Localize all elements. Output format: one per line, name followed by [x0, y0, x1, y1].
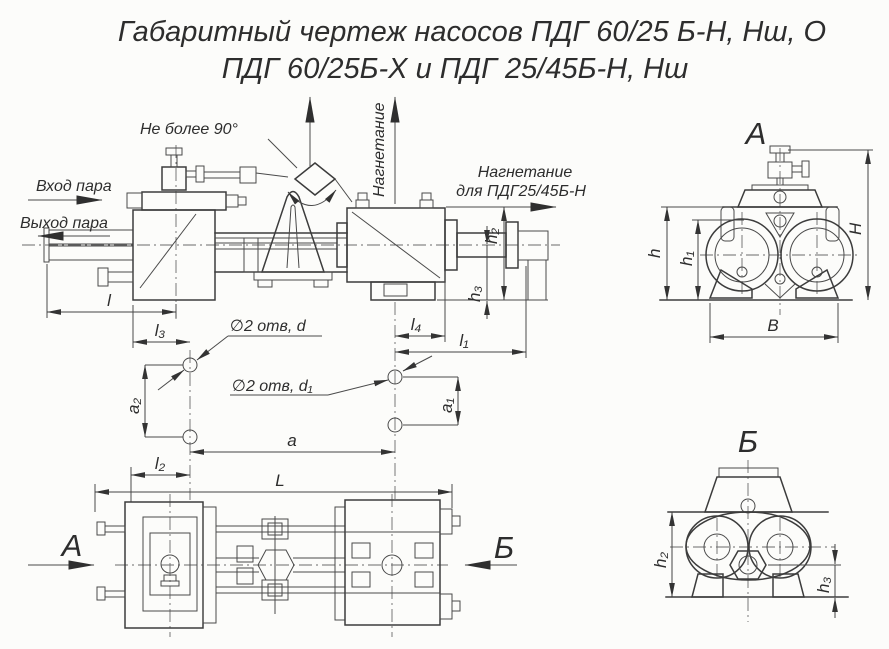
view-b-dims: h₂ h₃ — [651, 511, 838, 618]
dimensions-main: l l₃ l₄ l₁ a₂ a₁ a — [46, 206, 527, 512]
view-a: А — [645, 116, 873, 343]
sight-glass — [160, 554, 180, 574]
view-b: Б h₂ h₃ — [651, 424, 849, 622]
view-b-label: Б — [738, 424, 758, 459]
dim-a: a — [287, 431, 296, 450]
dim-l1: l₁ — [459, 331, 468, 350]
label-max-angle: Не более 90° — [140, 121, 239, 138]
view-b-body — [665, 467, 849, 598]
dim-h3-main: h₃ — [465, 286, 484, 302]
label-discharge: Нагнетание — [371, 102, 388, 197]
flange-circle-right — [780, 218, 854, 292]
drawing-title-line1: Габаритный чертеж насосов ПДГ 60/25 Б-Н,… — [118, 16, 826, 48]
dim-l4: l₄ — [411, 315, 422, 334]
label-steam-inlet: Вход пара — [36, 178, 112, 195]
safety-valve — [161, 147, 205, 191]
hole-bottom-right — [387, 417, 403, 433]
dim-l: l — [107, 291, 112, 310]
label-holes-d: ∅2 отв, d — [230, 318, 307, 335]
swivel-discharge — [267, 96, 353, 206]
dim-l3: l₃ — [155, 321, 166, 340]
label-discharge-alt-1: Нагнетание — [478, 164, 573, 181]
hole-callouts: ∅2 отв, d ∅2 отв, d₁ — [157, 318, 433, 396]
flange-circle-left — [705, 218, 779, 292]
frame-lubricator — [204, 166, 348, 288]
flow-annotations: Вход пара Выход пара Не более 90° Нагнет… — [20, 121, 586, 241]
dim-h1: h₁ — [677, 251, 696, 266]
steam-pipes — [43, 227, 133, 263]
plan-liquid-block — [334, 499, 461, 626]
dim-a1: a₁ — [437, 398, 456, 413]
dim-h2-viewb: h₂ — [651, 552, 670, 568]
title-block: Габаритный чертеж насосов ПДГ 60/25 Б-Н,… — [118, 16, 826, 85]
plan-view: А Б — [28, 499, 517, 629]
view-a-valve — [767, 145, 810, 186]
view-a-label: А — [744, 116, 767, 151]
mounting-holes — [182, 357, 403, 445]
main-view: Нагнетание Вход пара — [20, 96, 586, 512]
dim-a2: a₂ — [124, 398, 143, 414]
dim-h2-main: h₂ — [482, 228, 501, 244]
hole-top-right — [387, 369, 403, 385]
dim-L: L — [275, 471, 284, 490]
dim-h3-viewb: h₃ — [814, 577, 833, 593]
dim-B: В — [767, 316, 778, 335]
liquid-cylinder — [336, 192, 446, 301]
label-steam-outlet: Выход пара — [20, 215, 108, 232]
plan-rods — [216, 516, 345, 614]
dim-H: H — [846, 222, 865, 235]
plan-section-a-label: А — [60, 528, 83, 563]
steam-cylinder — [97, 191, 247, 301]
view-a-dims: h h₁ H В — [645, 149, 873, 343]
dim-h: h — [645, 249, 664, 258]
drawing-title-line2: ПДГ 60/25Б-Х и ПДГ 25/45Б-Н, Нш — [222, 53, 688, 85]
plan-steam-block — [96, 501, 217, 629]
label-discharge-alt-2: для ПДГ25/45Б-Н — [456, 183, 586, 200]
discharge-arrow: Нагнетание — [371, 96, 400, 204]
plan-section-b-label: Б — [494, 530, 514, 565]
dim-l2: l₂ — [155, 454, 166, 473]
view-a-body — [659, 184, 854, 301]
label-holes-d1: ∅2 отв, d₁ — [232, 378, 313, 395]
